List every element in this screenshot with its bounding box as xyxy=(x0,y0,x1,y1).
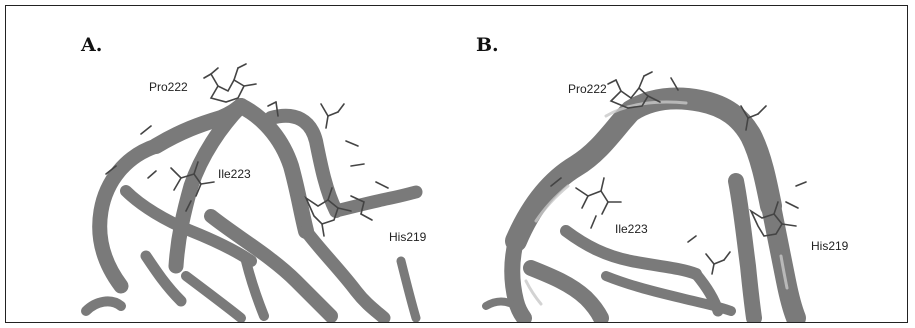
label-ile223: Ile223 xyxy=(218,167,251,181)
panel-b: B. xyxy=(456,6,908,322)
panel-a: A. xyxy=(6,6,456,322)
label-his219: His219 xyxy=(389,230,426,244)
panel-a-structure xyxy=(6,6,456,322)
figure-frame: A. xyxy=(5,5,908,323)
label-his219: His219 xyxy=(811,239,848,253)
label-ile223: Ile223 xyxy=(615,222,648,236)
label-pro222: Pro222 xyxy=(149,80,188,94)
panel-b-structure xyxy=(456,6,908,322)
label-pro222: Pro222 xyxy=(568,82,607,96)
